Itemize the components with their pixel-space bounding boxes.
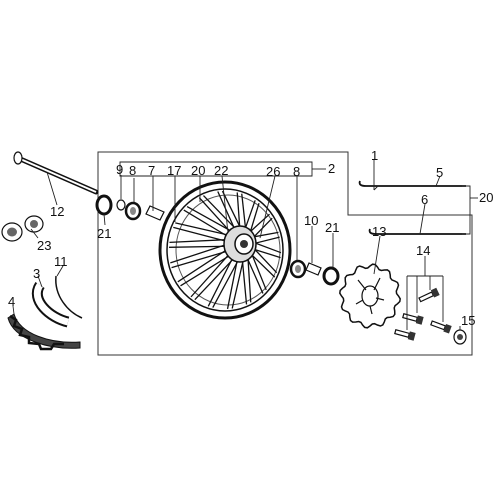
callout-10: 10 [304,213,318,228]
axle-nut-part [453,329,467,345]
callout-2: 2 [328,161,335,176]
spoke-line [241,256,248,305]
rim-band-part [55,275,83,319]
axle-part [13,151,99,195]
callout-labels: 1 2 3 4 5 6 7 8 8 9 10 11 12 13 14 15 17… [8,148,493,328]
seal-part-right [322,266,340,286]
callout-23: 23 [37,238,51,253]
nut-part [1,215,44,242]
callout-13: 13 [372,224,386,239]
brake-disc-part [339,263,401,329]
spoke-line [221,190,243,232]
wheel-rim-part [158,180,292,320]
bearing-part-left [124,201,142,221]
bearing-part-right [289,259,307,279]
spoke-line [212,256,241,308]
spoke-line [249,250,267,291]
spoke-line [248,251,276,278]
spoke-line [226,256,239,310]
spacer-part [305,262,322,276]
spoke-part [358,180,466,235]
callout-20-right: 20 [479,190,493,205]
spoke-line [183,209,230,239]
callout-9: 9 [116,162,123,177]
spoke-line [247,253,252,303]
callout-14: 14 [416,243,430,258]
spoke-line [190,251,232,298]
spoke-line [231,256,245,309]
assembly-frame [97,151,473,356]
callout-11: 11 [54,254,68,269]
callout-8-left: 8 [129,163,136,178]
spoke-line [251,245,278,274]
seal-part-left [95,194,113,216]
callout-6: 6 [421,192,428,207]
callout-1: 1 [371,148,378,163]
spoke-line [170,243,229,264]
spoke-line [177,247,230,283]
callout-4: 4 [8,294,15,309]
callout-5: 5 [436,165,443,180]
callout-20-center: 20 [191,163,205,178]
collar-part [116,199,126,211]
spoke-line [173,226,229,243]
spoke-line [169,238,229,244]
callout-26: 26 [266,164,280,179]
callout-3: 3 [33,266,40,281]
callout-17: 17 [167,163,181,178]
callout-8-right: 8 [293,164,300,179]
callout-21-left: 21 [97,226,111,241]
spoke-line [251,247,281,259]
spoke-line [207,254,235,307]
callout-12: 12 [50,204,64,219]
spoke-line [245,254,264,294]
tire-part [7,313,81,351]
spokes-group [169,190,282,310]
callout-22: 22 [214,163,228,178]
distance-collar-part [145,205,165,221]
callout-15: 15 [461,313,475,328]
tube-part [32,281,70,328]
leader-lines [12,160,478,330]
callout-7: 7 [148,163,155,178]
spoke-line [175,222,231,237]
spoke-line [194,255,237,301]
bolt-part [394,287,452,341]
spoke-line [171,249,230,269]
spoke-line [186,206,235,234]
callout-21-right: 21 [325,220,339,235]
spoke-line [180,253,233,287]
spoke-line [203,195,239,232]
spoke-line [169,245,229,248]
